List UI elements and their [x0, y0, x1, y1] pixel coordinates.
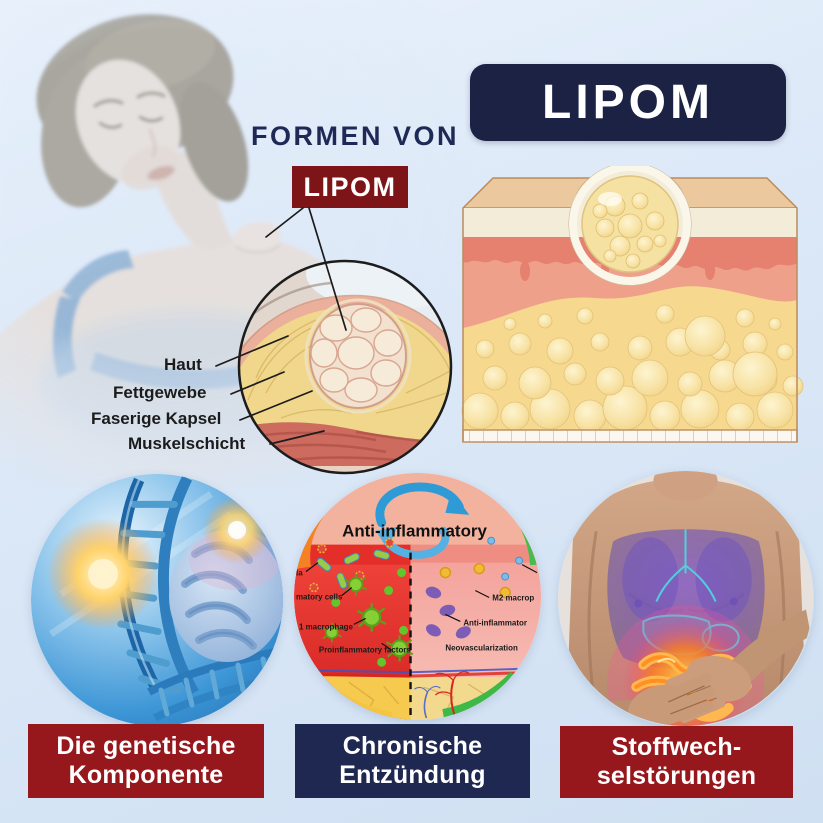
skin-cross-section-illustration [455, 166, 805, 448]
cause-badge-metabolism: Stoffwech- selstörungen [560, 726, 793, 798]
hand-right-on-belly [628, 672, 716, 726]
anatomy-label-haut: Haut [164, 355, 202, 374]
lipom-badge-main: LIPOM [470, 64, 786, 141]
inflammatory-cells [309, 537, 414, 667]
lipom-badge-small: LIPOM [292, 166, 408, 208]
heading-kicker: FORMEN VON [250, 121, 459, 151]
inset-lipoma-mass [304, 298, 412, 414]
label-proinflammatory-factors: Proinflammatory factors [319, 645, 412, 654]
lipoma-bulge [568, 166, 692, 286]
label-m2-macrophage: M2 macrop [492, 593, 534, 602]
lipoma-inset-diagram [236, 258, 454, 476]
label-inflammatory-cells: matory cells [296, 592, 343, 601]
cause-circle-genetics [31, 474, 283, 726]
anatomy-label-faserige-kapsel: Faserige Kapsel [91, 409, 222, 428]
right-forearm [726, 609, 811, 688]
label-m1-macrophage: 1 macrophage [299, 622, 354, 631]
label-anti-inflammatory-factors: Anti-inflammator [463, 618, 527, 627]
anatomy-label-fettgewebe: Fettgewebe [113, 383, 207, 402]
cause-badge-metabolism-line2: selstörungen [596, 762, 757, 790]
cause-circle-metabolism [558, 471, 814, 727]
cause-badge-inflammation-line1: Chronische [342, 732, 483, 760]
cause-badge-genetics: Die genetische Komponente [28, 724, 264, 798]
cause-badge-genetics-line2: Komponente [68, 761, 224, 789]
label-neovascularization: Neovascularization [445, 643, 518, 652]
cause-badge-inflammation-line2: Entzündung [339, 761, 486, 789]
label-bacteria: la [296, 569, 303, 578]
fat-bubbles [461, 304, 804, 433]
cause-badge-metabolism-line1: Stoffwech- [611, 733, 742, 761]
cause-badge-inflammation: Chronische Entzündung [295, 724, 530, 798]
cause-badge-genetics-line1: Die genetische [56, 732, 236, 760]
inflammation-title: Anti-inflammatory [342, 522, 487, 541]
anatomy-label-muskelschicht: Muskelschicht [128, 434, 246, 453]
cause-circle-inflammation: la matory cells 1 macrophage Proinflamma… [294, 473, 541, 720]
skin-base-band [462, 429, 798, 443]
